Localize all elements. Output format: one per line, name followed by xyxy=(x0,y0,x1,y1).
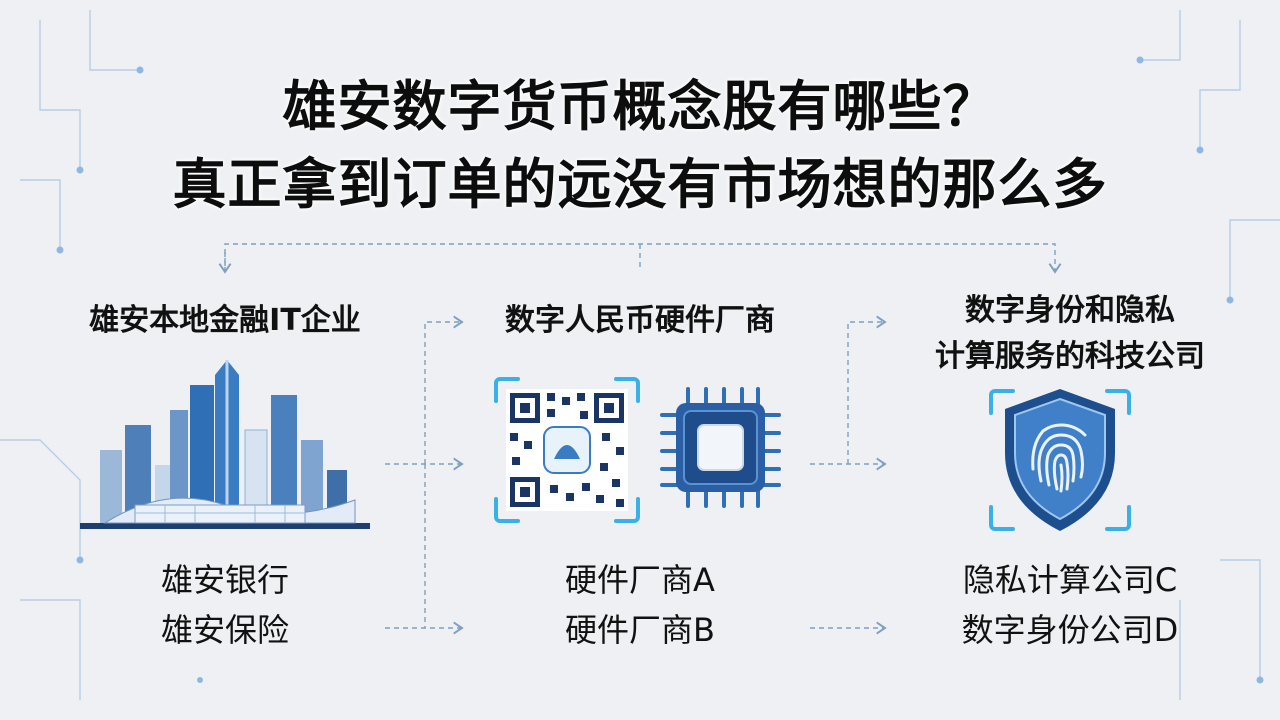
column-heading-line-1: 数字身份和隐私 xyxy=(965,293,1175,328)
city-skyline-icon xyxy=(80,360,370,529)
chip-icon xyxy=(660,387,781,508)
column-heading-hardware-vendors: 数字人民币硬件厂商 xyxy=(505,303,775,338)
column-heading-local-finance-it: 雄安本地金融IT企业 xyxy=(89,303,361,338)
fingerprint-shield-icon xyxy=(989,389,1131,531)
list-item: 雄安保险 xyxy=(160,611,289,649)
page-title-line-2: 真正拿到订单的远没有市场想的那么多 xyxy=(172,153,1108,216)
list-item: 硬件厂商B xyxy=(565,611,715,649)
list-item: 雄安银行 xyxy=(160,561,289,599)
list-item: 隐私计算公司C xyxy=(962,561,1178,599)
list-item: 数字身份公司D xyxy=(961,611,1179,649)
arrow-col1-col2-top xyxy=(424,322,462,464)
arrow-col2-col3-top xyxy=(847,322,885,464)
page-title-line-1: 雄安数字货币概念股有哪些？ xyxy=(282,75,998,138)
qr-code-icon xyxy=(494,377,640,523)
column-heading-line-2: 计算服务的科技公司 xyxy=(935,339,1205,374)
list-item: 硬件厂商A xyxy=(565,561,715,599)
